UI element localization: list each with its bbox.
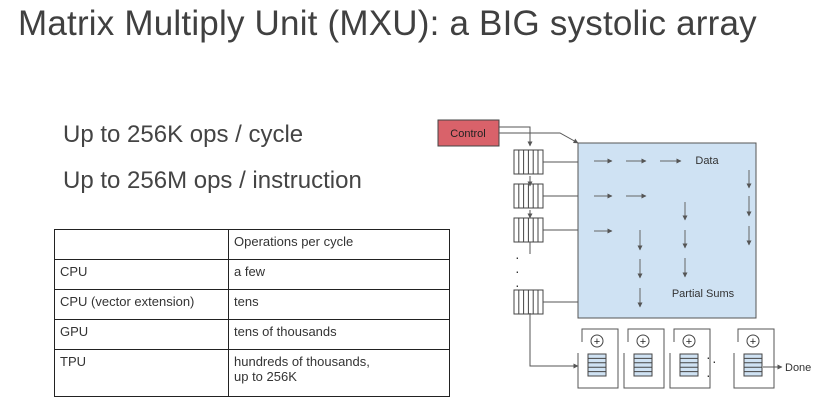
ops-value: tens of thousands <box>228 319 450 350</box>
accumulator-unit: + <box>623 328 665 389</box>
ops-per-cycle-stat: Up to 256K ops / cycle <box>63 121 304 148</box>
adder-symbol: + <box>686 336 692 348</box>
ops-value: tens <box>228 289 450 320</box>
ellipsis-dot: · <box>515 277 520 293</box>
ellipsis-dot: · <box>712 353 717 369</box>
data-flow-arrows <box>594 158 682 234</box>
control-label: Control <box>450 128 485 140</box>
accumulator-unit: + <box>669 328 711 389</box>
adder-symbol: + <box>640 336 646 348</box>
table-header-cell: Operations per cycle <box>228 229 450 260</box>
ellipsis-dot: · <box>706 367 711 383</box>
ops-per-instruction-stat: Up to 256M ops / instruction <box>63 167 362 194</box>
input-fifo <box>513 217 578 243</box>
accumulator-unit: + <box>733 328 775 389</box>
accumulator-units: + + + + <box>577 328 775 389</box>
ops-value-line: hundreds of thousands, <box>234 354 370 369</box>
adder-symbol: + <box>594 336 600 348</box>
input-fifo <box>513 289 578 315</box>
input-fifo <box>513 149 578 175</box>
control-arrow <box>499 132 579 144</box>
partial-sum-arrows <box>637 170 752 308</box>
slide-title: Matrix Multiply Unit (MXU): a BIG systol… <box>18 4 757 43</box>
table-header-row: Operations per cycle <box>54 229 450 260</box>
ellipsis-dot: · <box>515 263 520 279</box>
input-fifo-queues <box>513 149 578 315</box>
accumulator-unit: + <box>577 328 619 389</box>
done-label: Done <box>785 362 811 374</box>
ellipsis-dot: · <box>515 249 520 265</box>
processor-name: GPU <box>54 319 229 350</box>
processor-name: TPU <box>54 349 229 397</box>
control-arrow <box>499 126 533 147</box>
input-fifo <box>513 183 578 209</box>
operations-table: Operations per cycle CPU a few CPU (vect… <box>54 229 450 397</box>
table-row: GPU tens of thousands <box>54 319 450 350</box>
adder-symbol: + <box>750 336 756 348</box>
ellipsis-dot: · <box>706 349 711 365</box>
processor-name: CPU (vector extension) <box>54 289 229 320</box>
table-row: TPU hundreds of thousands, up to 256K <box>54 349 450 397</box>
ops-value: hundreds of thousands, up to 256K <box>228 349 450 397</box>
data-label: Data <box>695 155 719 167</box>
ops-value-line: up to 256K <box>234 369 297 384</box>
partial-sums-label: Partial Sums <box>672 288 735 300</box>
table-row: CPU (vector extension) tens <box>54 289 450 320</box>
